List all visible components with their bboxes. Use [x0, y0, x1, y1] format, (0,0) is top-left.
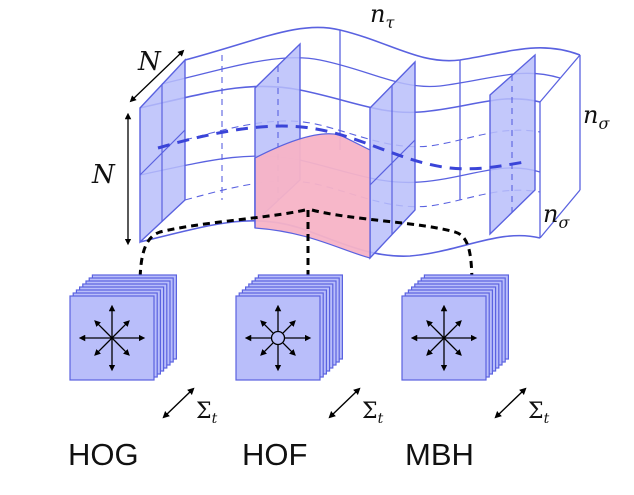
- volume-mid-line-1: [161, 57, 561, 88]
- temporal-sum-arrow: [328, 387, 361, 419]
- trajectory-volume: [139, 26, 581, 260]
- sigma-label-bottom: nσ: [543, 200, 570, 232]
- temporal-sum-label: Σt: [196, 399, 218, 427]
- descriptor-label-hof: HOF: [242, 437, 307, 472]
- descriptor-hog: Σt: [69, 274, 218, 427]
- cross-section-3: [369, 60, 416, 260]
- orientation-star-icon: [78, 304, 146, 372]
- volume-top-front-edge: [139, 85, 541, 114]
- descriptor-hof: Σt: [235, 274, 384, 427]
- temporal-sum-label: Σt: [362, 399, 384, 427]
- volume-bottom-back-line: [184, 180, 541, 208]
- time-label: nτ: [370, 0, 395, 32]
- cross-section-4: [489, 53, 536, 236]
- descriptor-mbh: Σt: [401, 274, 550, 427]
- depth-label: N: [137, 47, 162, 77]
- sigma-label-top: nσ: [583, 101, 610, 133]
- connector-arrow-hog: [129, 208, 306, 296]
- depth-dimension-arrow: [129, 49, 185, 103]
- orientation-star-icon: [244, 304, 312, 372]
- height-label: N: [91, 160, 116, 190]
- connector-arrows: [129, 208, 483, 298]
- temporal-sum-arrow: [494, 387, 527, 419]
- volume-mid-back-line: [184, 120, 541, 148]
- connector-arrow-mbh: [311, 208, 483, 298]
- temporal-sum-label: Σt: [528, 399, 550, 427]
- trajectory-path: [157, 124, 526, 171]
- temporal-sum-arrow: [162, 387, 195, 419]
- volume-top-back-edge: [184, 26, 581, 62]
- descriptor-label-mbh: MBH: [405, 437, 474, 472]
- descriptor-label-hog: HOG: [68, 437, 139, 472]
- cross-section-1: [139, 58, 186, 244]
- orientation-star-icon: [410, 304, 478, 372]
- highlighted-cell: [254, 133, 371, 259]
